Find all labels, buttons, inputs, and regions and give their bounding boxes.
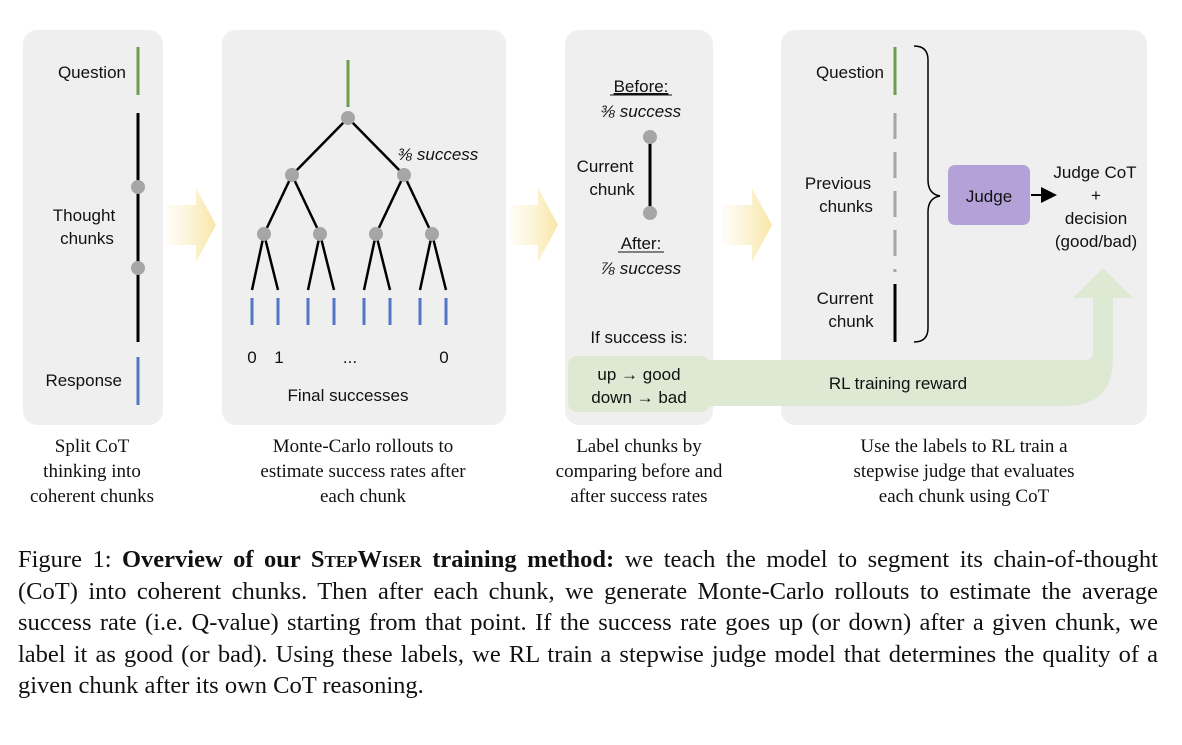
current-chunk-label: Current — [817, 289, 874, 308]
panel-caption-judge: Use the labels to RL train a — [860, 436, 1068, 457]
previous-chunks-label: chunks — [819, 197, 873, 216]
response-label: Response — [45, 371, 122, 390]
leaf-outcome-ellipsis: ... — [343, 348, 357, 367]
panel-caption-rollouts: Monte-Carlo rollouts to — [273, 436, 453, 457]
panel-caption-rollouts: estimate success rates after — [260, 461, 466, 482]
question-label: Question — [58, 63, 126, 82]
chunk-end-node — [643, 206, 657, 220]
rl-reward-label: RL training reward — [829, 374, 967, 393]
panel-caption-judge: each chunk using CoT — [879, 486, 1050, 507]
panel-rollouts-background — [222, 30, 506, 425]
panel-judge-background — [781, 30, 1147, 425]
current-chunk-label: chunk — [828, 312, 874, 331]
panel-label-background — [565, 30, 713, 425]
current-chunk-label: chunk — [589, 180, 635, 199]
panel-caption-label: after success rates — [570, 486, 707, 507]
rollout-response-bars — [250, 298, 448, 325]
after-success-rate: ⅞ success — [601, 259, 682, 278]
after-heading: After: — [621, 234, 662, 253]
panel-caption-split: Split CoT — [55, 436, 130, 457]
label-rule-box — [568, 356, 710, 412]
leaf-outcome: 0 — [247, 348, 256, 367]
chunk-boundary-node — [131, 180, 145, 194]
panel-caption-label: Label chunks by — [576, 436, 702, 457]
current-chunk-label: Current — [577, 157, 634, 176]
leaf-outcome: 1 — [274, 348, 283, 367]
rollout-nodes — [257, 111, 439, 241]
node-success-rate: ⅜ success — [398, 145, 479, 164]
panel-caption-judge: stepwise judge that evaluates — [853, 461, 1074, 482]
chunk-start-node — [643, 130, 657, 144]
chunk-boundary-node — [131, 261, 145, 275]
thought-chunks-label: chunks — [60, 229, 114, 248]
caption-prefix: Figure 1: — [18, 546, 122, 573]
panel-caption-rollouts: each chunk — [320, 486, 406, 507]
judge-output-label: (good/bad) — [1055, 232, 1137, 251]
panel-caption-label: comparing before and — [556, 461, 723, 482]
panel-split-background — [23, 30, 163, 425]
transition-arrow-3 — [722, 188, 772, 262]
caption-title: Overview of our — [122, 546, 311, 573]
panel-caption-split: thinking into — [43, 461, 141, 482]
judge-label: Judge — [966, 187, 1012, 206]
rule-down-bad: down → bad — [591, 388, 686, 407]
figure-caption: Figure 1: Overview of our StepWiser trai… — [18, 544, 1158, 702]
question-label: Question — [816, 63, 884, 82]
final-successes-label: Final successes — [288, 386, 409, 405]
before-heading: Before: — [614, 77, 669, 96]
rl-reward-arrow — [700, 268, 1133, 406]
thought-chunks-label: Thought — [53, 206, 116, 225]
judge-box — [948, 165, 1030, 225]
overview-figure: Question Thought chunks Response ⅜ succe… — [23, 30, 1147, 507]
rollout-tree — [250, 60, 448, 291]
transition-arrow-1 — [166, 188, 216, 262]
rule-up-good: up → good — [597, 365, 680, 384]
caption-title-end: training method: — [421, 546, 615, 573]
panel-caption-split: coherent chunks — [30, 486, 154, 507]
input-brace — [913, 45, 941, 343]
if-success-label: If success is: — [590, 328, 687, 347]
judge-output-label: Judge CoT — [1053, 163, 1136, 182]
before-success-rate: ⅜ success — [601, 102, 682, 121]
judge-output-label: + — [1091, 186, 1101, 205]
leaf-outcome: 0 — [439, 348, 448, 367]
transition-arrow-2 — [510, 188, 558, 262]
previous-chunks-label: Previous — [805, 174, 871, 193]
method-name: StepWiser — [310, 546, 422, 573]
judge-output-label: decision — [1065, 209, 1127, 228]
caption-body: we teach the model to segment its chain-… — [18, 546, 1158, 699]
